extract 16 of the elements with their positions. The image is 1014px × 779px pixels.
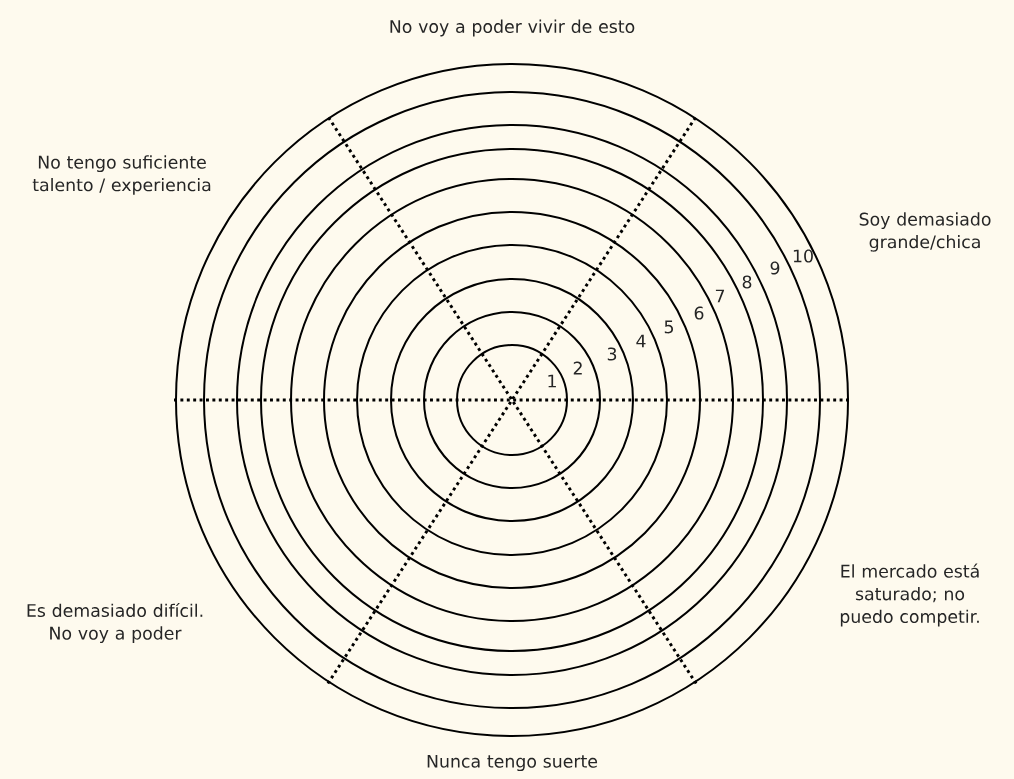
scale-number: 9	[770, 261, 780, 275]
scale-number: 10	[793, 249, 813, 263]
segment-label: Nunca tengo suerte	[427, 754, 598, 772]
segment-label: No tengo suficiente talento / experiencia	[32, 155, 211, 195]
scale-number: 5	[664, 320, 673, 334]
scale-number: 7	[715, 289, 725, 303]
scale-number: 1	[548, 374, 556, 388]
scale-number: 3	[607, 347, 617, 361]
segment-label: El mercado está saturado; no puedo competir.	[840, 563, 979, 627]
scale-number: 6	[694, 306, 704, 320]
segment-label: Es demasiado difícil. No voy a poder	[27, 602, 203, 644]
scale-number: 2	[573, 361, 582, 375]
segment-label: No voy a poder vivir de esto	[390, 19, 635, 37]
scale-number: 4	[636, 334, 646, 348]
scale-number: 8	[742, 275, 752, 289]
segment-label: Soy demasiado grande/chica	[859, 212, 991, 252]
